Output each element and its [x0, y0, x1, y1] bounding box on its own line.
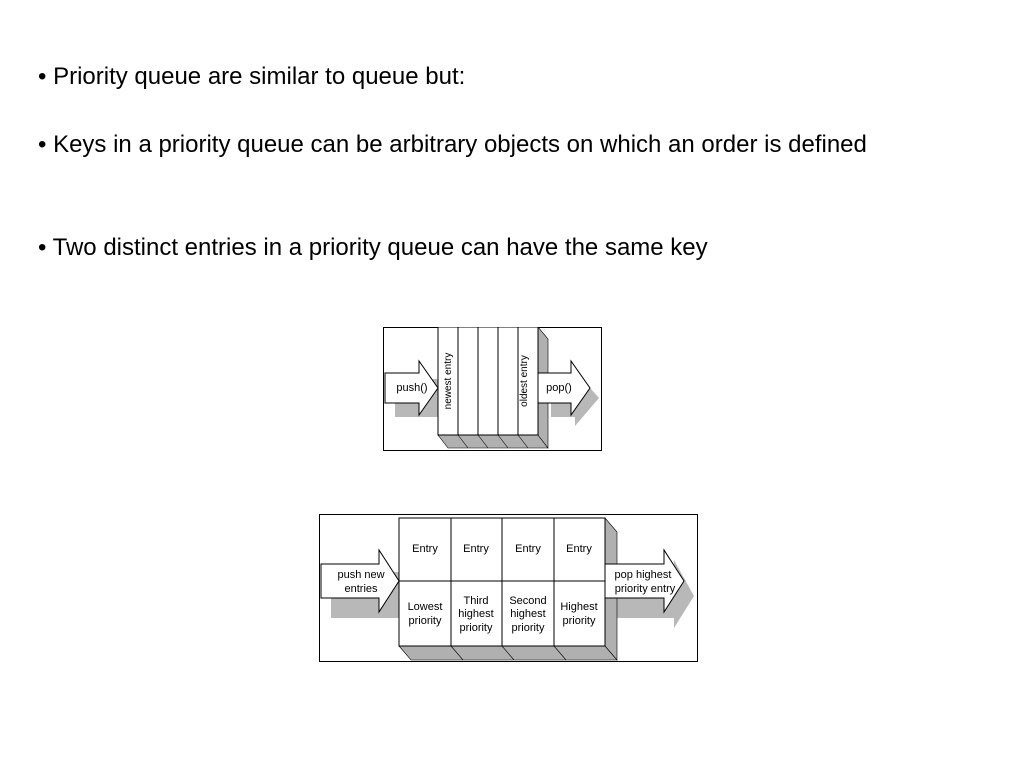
- priority-queue-diagram-svg: Entry Entry Entry Entry Lowest priority …: [319, 514, 698, 662]
- entry-label: Entry: [463, 543, 489, 555]
- entry-label: Entry: [515, 543, 541, 555]
- queue-depth-line: [477, 434, 489, 449]
- bullet-arbitrary-keys: • Keys in a priority queue can be arbitr…: [38, 131, 867, 158]
- queue-depth-bottom: [437, 434, 549, 449]
- push-label-line2: entries: [344, 583, 378, 595]
- push-new-entries-arrow: [320, 548, 400, 614]
- queue-depth-line: [457, 434, 469, 449]
- bullet-same-key: • Two distinct entries in a priority que…: [38, 234, 708, 261]
- pop-arrow: [537, 359, 591, 417]
- cell-second-line1: Second: [509, 595, 546, 607]
- push-label: push(): [396, 382, 427, 394]
- cell-second-line2: highest: [510, 608, 545, 620]
- priority-depth-line: [501, 645, 515, 661]
- cell-highest-line2: priority: [562, 615, 596, 627]
- entry-label: Entry: [412, 543, 438, 555]
- bullet-similar-to-queue: • Priority queue are similar to queue bu…: [38, 63, 466, 90]
- push-arrow: [384, 359, 439, 417]
- pop-label: pop(): [546, 382, 572, 394]
- queue-diagram-svg: push() pop() newest entry oldest entry: [383, 326, 602, 451]
- priority-depth-line: [553, 645, 567, 661]
- priority-depth-line: [450, 645, 464, 661]
- pop-label-line1: pop highest: [615, 569, 672, 581]
- newest-entry-label: newest entry: [443, 353, 454, 410]
- cell-third-line1: Third: [463, 595, 488, 607]
- cell-third-line2: highest: [458, 608, 493, 620]
- cell-third-line3: priority: [459, 622, 493, 634]
- push-label-line1: push new: [337, 569, 384, 581]
- cell-second-line3: priority: [511, 622, 545, 634]
- cell-lowest-line2: priority: [408, 615, 442, 627]
- cell-lowest-line1: Lowest: [408, 601, 443, 613]
- entry-label: Entry: [566, 543, 592, 555]
- oldest-entry-label: oldest entry: [519, 355, 530, 407]
- queue-diagram: push() pop() newest entry oldest entry: [383, 326, 603, 452]
- queue-depth-line: [517, 434, 529, 449]
- cell-highest-line1: Highest: [560, 601, 597, 613]
- pop-label-line2: priority entry: [615, 583, 676, 595]
- queue-depth-line: [497, 434, 509, 449]
- priority-queue-diagram: Entry Entry Entry Entry Lowest priority …: [319, 514, 699, 663]
- pop-highest-arrow: [604, 548, 685, 614]
